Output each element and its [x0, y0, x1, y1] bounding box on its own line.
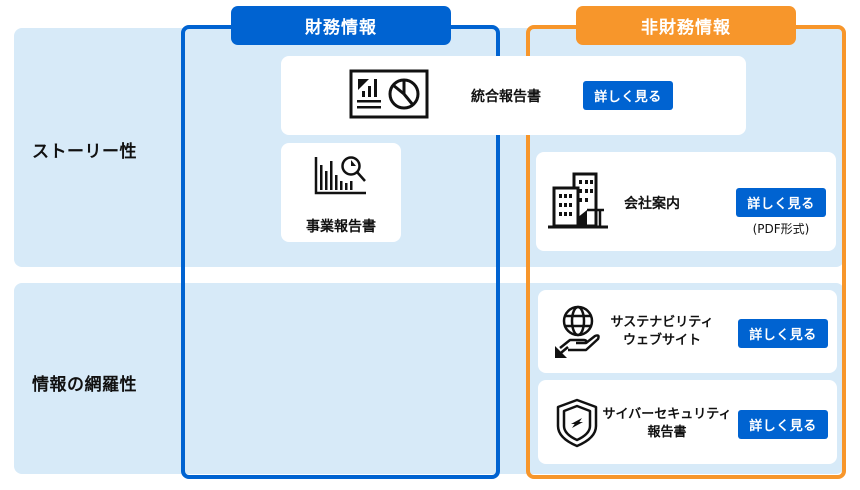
sustainability-title-line2: ウェブサイト: [622, 333, 701, 348]
business-report-card[interactable]: 事業報告書: [281, 143, 401, 242]
sustainability-title-line1: サステナビリティ: [610, 315, 714, 330]
financial-column-header: 財務情報: [231, 6, 451, 45]
cybersecurity-card: サイバーセキュリティ 報告書 詳しく見る: [538, 380, 837, 464]
cybersecurity-title: サイバーセキュリティ 報告書: [602, 406, 732, 442]
pdf-format-note: (PDF形式): [752, 222, 810, 236]
globe-hand-icon: [552, 304, 604, 360]
sustainability-details-button[interactable]: 詳しく見る: [738, 319, 828, 348]
integrated-report-title: 統合報告書: [471, 89, 541, 105]
company-profile-card: 会社案内 詳しく見る (PDF形式): [536, 152, 836, 251]
cybersecurity-title-line2: 報告書: [647, 425, 687, 440]
integrated-report-details-button[interactable]: 詳しく見る: [583, 81, 673, 110]
business-report-title: 事業報告書: [306, 219, 376, 235]
cybersecurity-title-line1: サイバーセキュリティ: [602, 407, 732, 422]
report-chart-icon: [349, 69, 429, 119]
row-label-storytelling: ストーリー性: [32, 141, 137, 162]
row-label-comprehensiveness: 情報の網羅性: [32, 374, 137, 395]
company-profile-title: 会社案内: [624, 196, 680, 212]
integrated-report-card: 統合報告書 詳しく見る: [281, 56, 746, 135]
company-profile-details-button[interactable]: 詳しく見る: [736, 188, 826, 217]
non-financial-column-header: 非財務情報: [576, 6, 796, 45]
analysis-chart-icon: [314, 155, 368, 195]
sustainability-title: サステナビリティ ウェブサイト: [602, 314, 722, 350]
building-icon: [544, 170, 610, 230]
shield-icon: [556, 398, 598, 448]
sustainability-card: サステナビリティ ウェブサイト 詳しく見る: [538, 290, 837, 373]
cybersecurity-details-button[interactable]: 詳しく見る: [738, 410, 828, 439]
